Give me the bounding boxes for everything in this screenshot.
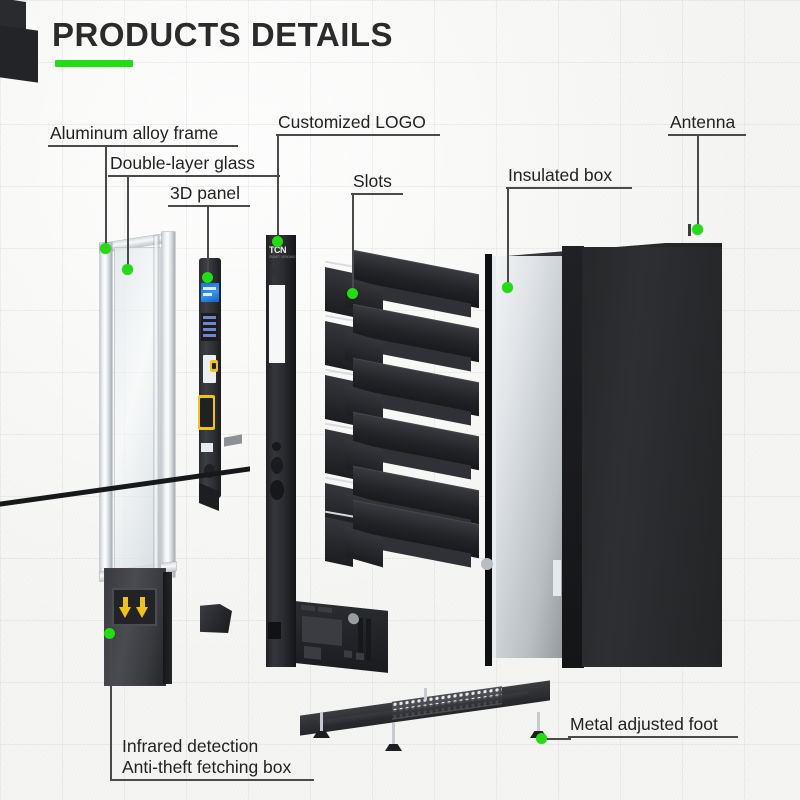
panel-screen [201,283,219,302]
double-layer-glass-part [114,247,161,569]
leader-3d-panel [207,207,209,275]
leader-insulated-box [507,189,509,287]
marker-3d-panel [202,272,213,283]
callout-label: Slots [353,171,392,191]
callout-metal-adjusted-foot[interactable]: Metal adjusted foot [568,715,738,738]
callout-label: 3D panel [170,183,241,203]
callout-label-line1: Infrared detection [122,736,259,756]
callout-label: Insulated box [508,165,613,185]
marker-double-layer-glass [122,264,133,275]
callout-slots[interactable]: Slots [351,172,403,195]
callout-infrared-anti-theft[interactable]: Infrared detection Anti-theft fetching b… [120,737,314,781]
marker-insulated-box [502,282,513,293]
page-title: PRODUCTS DETAILS [52,16,394,53]
logo-mark: TCN [269,245,287,255]
callout-insulated-box[interactable]: Insulated box [506,166,632,189]
leader-aluminum-alloy-frame [105,147,107,251]
callout-antenna[interactable]: Antenna [668,113,746,136]
marker-antenna [692,224,703,235]
leader-metal-foot [545,738,571,740]
callout-aluminum-alloy-frame[interactable]: Aluminum alloy frame [48,124,238,147]
logo-sub: SMART VENDING [269,255,296,259]
corner-bracket-part [200,604,232,633]
leader-customized-logo [277,136,279,240]
leader-infrared-h [110,779,122,781]
control-board-part [296,601,388,673]
leader-infrared-v [110,634,112,780]
marker-infrared-detection [104,628,115,639]
panel-card-reader [198,395,215,430]
leader-antenna [697,136,699,228]
callout-label: Aluminum alloy frame [50,123,219,143]
marker-aluminum-alloy-frame [100,243,111,254]
marker-metal-adjusted-foot [536,733,547,744]
leader-slots [352,195,354,293]
marker-customized-logo [272,236,283,247]
callout-label: Antenna [670,112,736,132]
panel-keypad [201,313,218,341]
3d-panel-part [0,0,800,512]
callout-3d-panel[interactable]: 3D panel [168,184,250,207]
leader-double-layer-glass [127,177,129,269]
callout-label: Metal adjusted foot [570,714,718,734]
callout-label-line2: Anti-theft fetching box [122,757,292,777]
callout-customized-logo[interactable]: Customized LOGO [276,113,440,136]
title-accent-rule [55,60,133,67]
callout-label: Customized LOGO [278,112,426,132]
callout-label: Double-layer glass [110,153,255,173]
callout-double-layer-glass[interactable]: Double-layer glass [108,154,280,177]
marker-slots [347,288,358,299]
